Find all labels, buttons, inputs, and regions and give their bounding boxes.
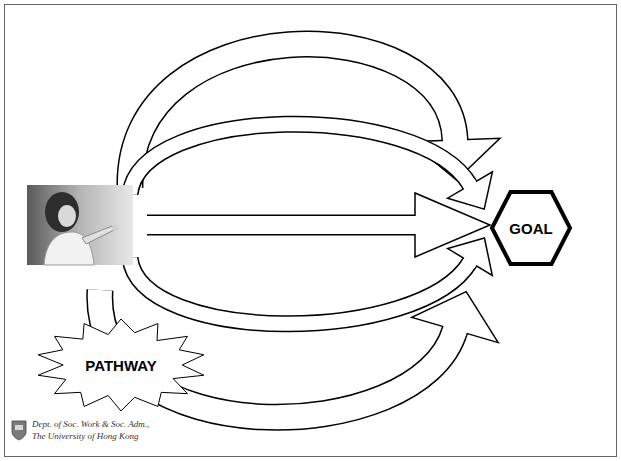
university-logo: [12, 421, 26, 440]
hollow-arrow: [147, 193, 490, 257]
slide-border: [5, 5, 617, 457]
node-text: GOAL: [509, 220, 552, 237]
footer-text: The University of Hong Kong: [32, 431, 139, 441]
girl-photo: [27, 185, 133, 265]
node-text: PATHWAY: [85, 357, 156, 374]
footer-text: Dept. of Soc. Work & Soc. Adm.,: [32, 419, 149, 429]
goal-hexagon: GOAL: [490, 190, 572, 266]
hollow-arrow: [130, 124, 492, 209]
pathway-starburst: PATHWAY: [35, 318, 207, 412]
hollow-arrow: [130, 238, 492, 324]
